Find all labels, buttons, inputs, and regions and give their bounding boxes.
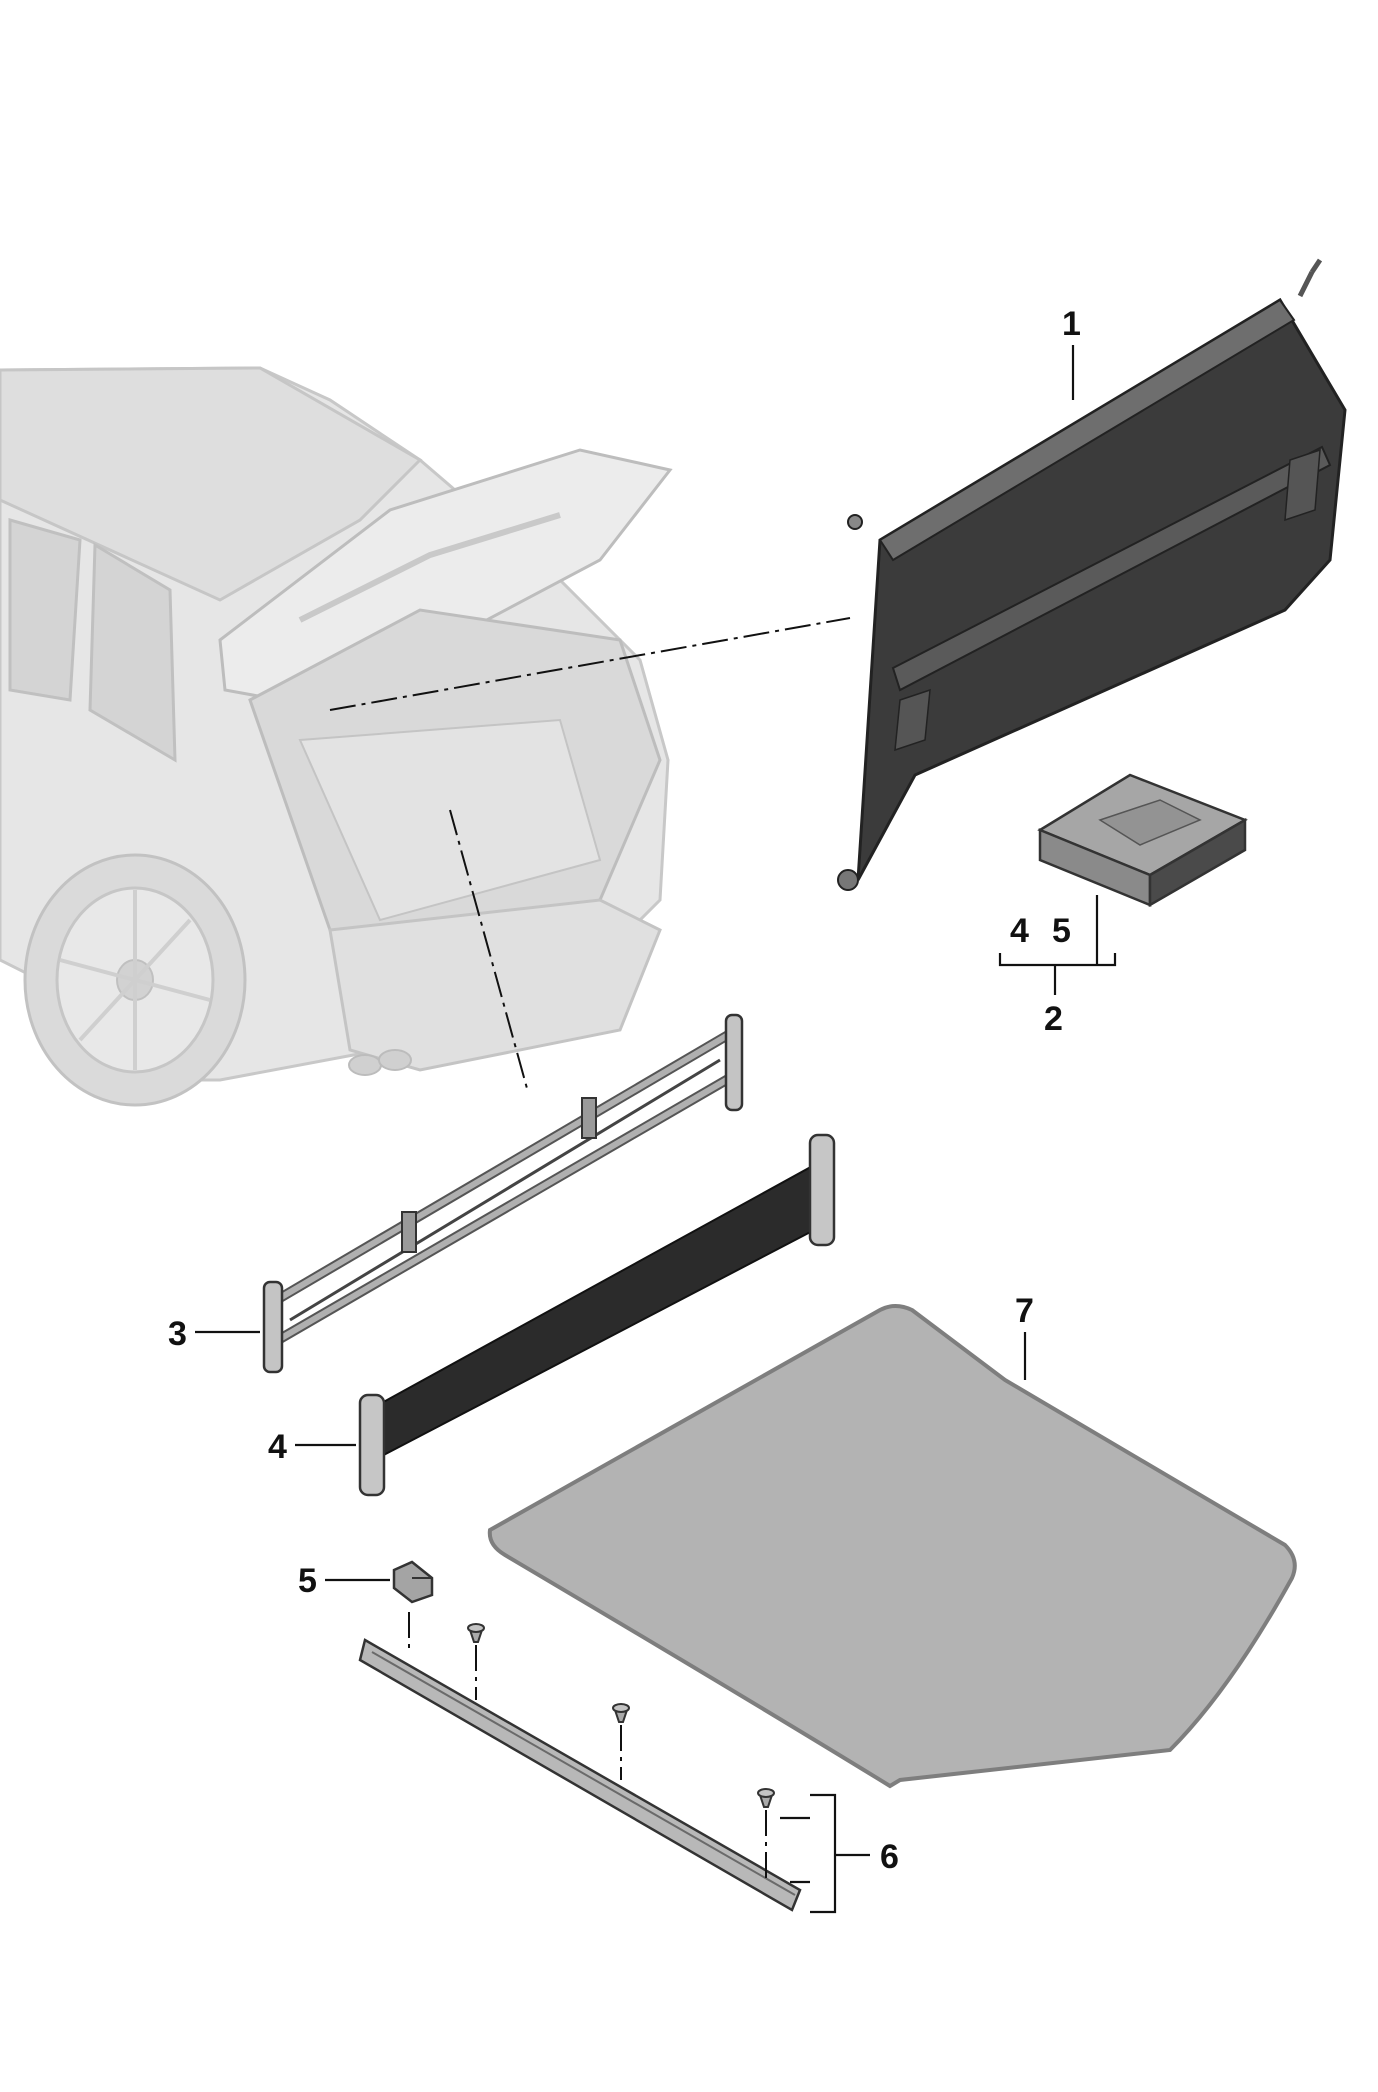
partition-net-icon [358, 1133, 836, 1497]
leader-lines [195, 345, 1117, 1914]
luggage-compartment-cover-icon [837, 258, 1347, 891]
callout-2: 2 [1044, 1000, 1063, 1038]
callout-1: 1 [1062, 305, 1081, 343]
partition-net-frame-icon [262, 1013, 744, 1374]
mounting-clip-icon [392, 1560, 434, 1604]
callout-labels: 1 4 5 2 3 4 5 6 7 [168, 305, 1081, 1876]
callout-7: 7 [1015, 1292, 1034, 1330]
callout-6: 6 [880, 1838, 899, 1876]
boot-mat-icon [487, 1304, 1297, 1789]
mounting-rail-icon [358, 1623, 802, 1912]
callout-3: 3 [168, 1315, 187, 1353]
callout-4: 4 [268, 1428, 287, 1466]
callout-2-sub-5: 5 [1052, 912, 1071, 950]
assembly-lines [329, 617, 851, 1880]
callout-2-sub-4: 4 [1010, 912, 1029, 950]
callout-5: 5 [298, 1562, 317, 1600]
suv-rear-open-tailgate-icon [0, 366, 673, 1107]
storage-box-icon [1037, 773, 1248, 908]
